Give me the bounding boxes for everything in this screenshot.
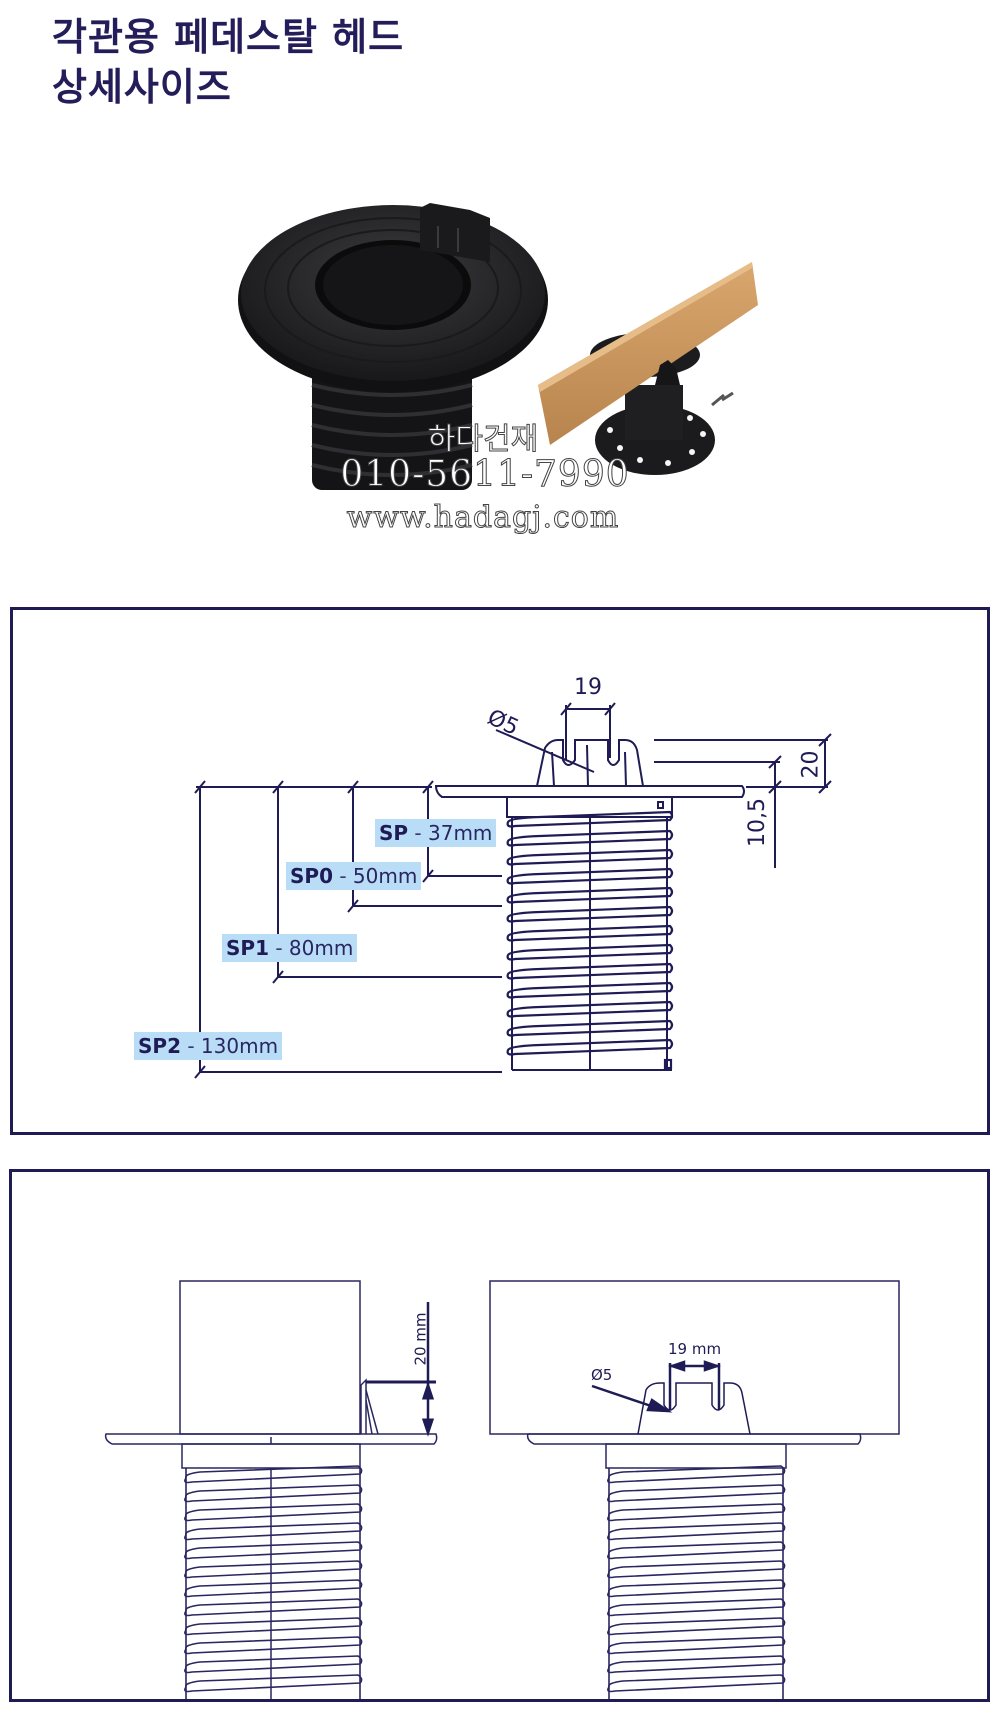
slot-width-label: 19 (574, 675, 602, 700)
size-value: 37mm (428, 821, 493, 845)
side-height-label: 20 mm (411, 1312, 430, 1366)
watermark-phone: 010-5611-7990 (340, 454, 630, 496)
size-code: SP2 (138, 1034, 181, 1058)
separator: - (180, 1034, 201, 1058)
front-slot-label: 19 mm (668, 1340, 722, 1358)
size-value: 80mm (288, 936, 354, 960)
installation-diagram-panel (9, 1169, 990, 1702)
title-line-1: 각관용 페데스탈 헤드 (52, 15, 405, 59)
side-view-dimension (366, 1302, 436, 1437)
size-label-sp0: SP0 - 50mm (286, 862, 422, 890)
title-line-2: 상세사이즈 (52, 65, 232, 109)
size-value: 130mm (200, 1034, 279, 1058)
watermark-company: 하다건재 (427, 422, 539, 458)
flange-offset-label: 10,5 (744, 798, 770, 847)
size-code: SP1 (226, 936, 269, 960)
thread-lines (506, 810, 674, 1070)
separator: - (408, 821, 428, 845)
pedestal-head-photo (238, 203, 548, 490)
watermark-website: www.hadagj.com (346, 500, 620, 536)
front-hole-label: Ø5 (591, 1366, 613, 1384)
size-code: SP0 (290, 864, 333, 888)
tab-height-label: 20 (798, 750, 824, 779)
side-view-drawing (104, 1280, 438, 1700)
front-view-dimension (591, 1360, 721, 1413)
page-title: 각관용 페데스탈 헤드 상세사이즈 (52, 12, 404, 112)
product-photos (238, 203, 758, 490)
size-value: 50mm (352, 864, 418, 888)
size-label-sp2: SP2 - 130mm (134, 1032, 283, 1060)
size-label-sp: SP - 37mm (375, 819, 497, 847)
front-view-drawing (489, 1280, 900, 1469)
size-label-sp1: SP1 - 80mm (222, 934, 358, 962)
thread-lines-panel2 (184, 1465, 786, 1700)
separator: - (268, 936, 289, 960)
size-code: SP (379, 821, 409, 845)
installed-example-photo (538, 262, 758, 475)
separator: - (332, 864, 353, 888)
